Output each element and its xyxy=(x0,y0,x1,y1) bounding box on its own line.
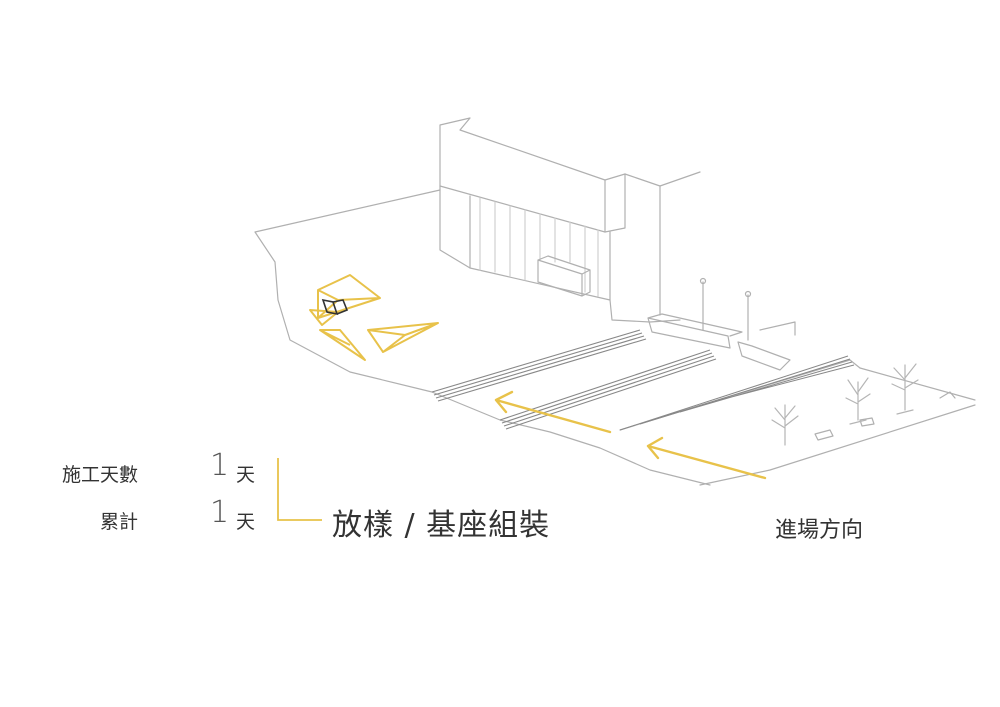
triangle-seat-4 xyxy=(367,322,439,353)
work-days-unit: 天 xyxy=(236,464,256,486)
cumulative-value: 1 xyxy=(210,495,230,530)
work-days-label: 施工天數 xyxy=(61,464,138,486)
activity-title: 放樣 / 基座組裝 xyxy=(332,508,551,543)
triangle-seat-3 xyxy=(319,329,366,361)
work-days-value: 1 xyxy=(210,448,230,483)
tree-icon xyxy=(845,377,871,425)
equipment-box xyxy=(537,255,591,297)
road-strip-2 xyxy=(499,349,717,430)
sidewalk-outline xyxy=(619,359,976,486)
cumulative-label: 累計 xyxy=(99,511,138,533)
bracket-line xyxy=(277,458,322,521)
triangle-seat-2 xyxy=(309,309,339,326)
road-strip-3 xyxy=(619,355,855,431)
building-outline xyxy=(439,117,606,233)
cumulative-unit: 天 xyxy=(236,511,256,533)
machine-icon xyxy=(321,298,349,316)
barrier-beam-1 xyxy=(647,313,743,349)
entry-arrow-1 xyxy=(494,390,612,434)
entry-direction-label: 進場方向 xyxy=(775,518,864,543)
tree-icon xyxy=(891,363,919,415)
tree-icon xyxy=(771,404,799,446)
road-strip-1 xyxy=(431,329,647,402)
barrier-beam-2 xyxy=(737,341,791,371)
triangle-seat-1 xyxy=(317,274,381,319)
entry-arrow-2 xyxy=(646,436,767,480)
site-outline xyxy=(254,189,711,486)
